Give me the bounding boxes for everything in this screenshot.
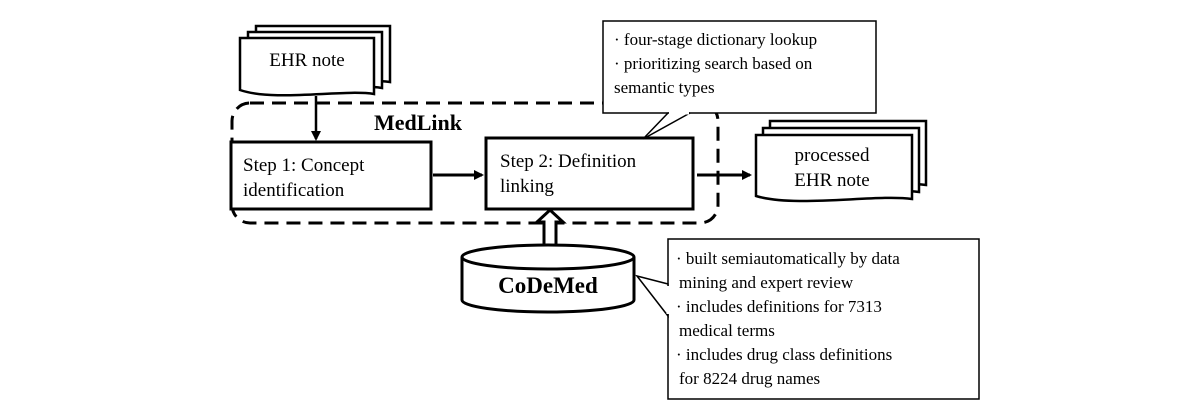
output-ehr-note: processed EHR note: [754, 119, 928, 203]
callout-bottom: · built semiautomatically by data mining…: [635, 238, 980, 400]
step2-line2: linking: [500, 176, 554, 197]
callout-top-line3: semantic types: [614, 78, 715, 97]
step1-line1: Step 1: Concept: [243, 155, 365, 176]
callout-top-line2: · prioritizing search based on: [614, 54, 813, 73]
output-note-line1: processed: [795, 145, 870, 166]
step1-line2: identification: [243, 180, 345, 201]
step1-box: Step 1: Concept identification: [229, 140, 433, 211]
arrow-database-to-step2: [533, 207, 567, 245]
callout-bottom-line3: · includes definitions for 7313: [676, 297, 882, 316]
step2-box: Step 2: Definition linking: [484, 136, 695, 211]
callout-bottom-line2: mining and expert review: [679, 273, 854, 292]
callout-bottom-line1: · built semiautomatically by data: [676, 249, 900, 268]
codemed-label: CoDeMed: [498, 273, 598, 298]
output-note-line2: EHR note: [794, 170, 869, 191]
callout-top-line1: · four-stage dictionary lookup: [614, 30, 817, 49]
input-ehr-note: EHR note: [238, 24, 392, 97]
medlink-title: MedLink: [374, 110, 463, 135]
callout-bottom-line4: medical terms: [679, 321, 775, 340]
callout-top: · four-stage dictionary lookup · priorit…: [602, 20, 877, 140]
codemed-database: CoDeMed: [460, 243, 636, 314]
input-ehr-note-label: EHR note: [269, 50, 344, 71]
callout-bottom-line5: · includes drug class definitions: [676, 345, 892, 364]
step2-line1: Step 2: Definition: [500, 151, 637, 172]
callout-bottom-line6: for 8224 drug names: [679, 369, 820, 388]
